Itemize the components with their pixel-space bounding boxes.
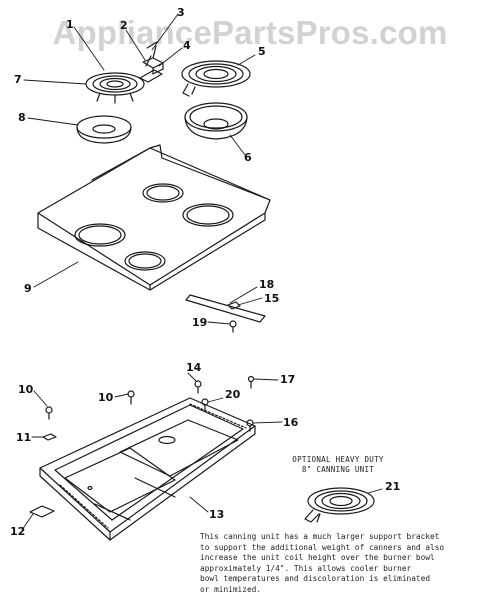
callout-10-center: 10 <box>98 391 114 404</box>
callout-9: 9 <box>24 282 32 295</box>
callout-11: 11 <box>16 431 32 444</box>
support-bracket <box>185 294 266 333</box>
note-line: This canning unit has a much larger supp… <box>200 532 440 541</box>
callout-10-left: 10 <box>18 383 34 396</box>
note-line: to support the additional weight of cann… <box>200 542 445 552</box>
screw-left <box>45 406 53 420</box>
callout-6: 6 <box>244 151 252 164</box>
large-drip-bowl <box>184 102 248 140</box>
callout-2: 2 <box>120 19 128 32</box>
canning-unit-element <box>304 487 375 523</box>
callout-1: 1 <box>66 18 74 31</box>
callout-15: 15 <box>264 292 280 305</box>
callout-3: 3 <box>177 6 185 19</box>
callout-12: 12 <box>10 525 26 538</box>
callout-14: 14 <box>186 361 202 374</box>
leader-lines <box>21 13 383 531</box>
note-line: or minimized. <box>200 584 262 594</box>
callout-20: 20 <box>225 388 241 401</box>
canning-unit-title-line2: 8" CANNING UNIT <box>301 465 375 474</box>
site-watermark: AppliancePartsPros.com <box>52 14 448 51</box>
small-drip-bowl <box>76 115 132 144</box>
clip-left <box>42 433 57 441</box>
canning-unit-note: This canning unit has a much larger supp… <box>200 532 496 596</box>
cooktop-main-top <box>37 144 271 291</box>
callout-5: 5 <box>258 45 266 58</box>
callout-18-upper: 18 <box>259 278 275 291</box>
note-line: approximately 1/4". This allows cooler b… <box>200 563 412 573</box>
small-surface-element <box>85 69 163 104</box>
large-surface-element <box>181 60 251 97</box>
callout-16: 16 <box>283 416 299 429</box>
note-line: bowl temperatures and discoloration is e… <box>200 574 431 584</box>
callout-7: 7 <box>14 73 22 86</box>
callout-13: 13 <box>209 508 225 521</box>
screw-upper-right <box>194 380 209 412</box>
callout-8: 8 <box>18 111 26 124</box>
callout-17: 17 <box>280 373 296 386</box>
note-line: increase the unit coil height over the b… <box>200 553 435 563</box>
callout-19: 19 <box>192 316 208 329</box>
callout-4: 4 <box>183 39 191 52</box>
screw-center <box>127 390 135 405</box>
canning-unit-title: OPTIONAL HEAVY DUTY 8" CANNING UNIT <box>282 455 394 475</box>
lower-bracket <box>29 505 55 518</box>
canning-unit-title-line1: OPTIONAL HEAVY DUTY <box>292 455 384 464</box>
callout-21: 21 <box>385 480 401 493</box>
terminal-block <box>142 41 164 75</box>
main-top-underside <box>39 397 256 541</box>
